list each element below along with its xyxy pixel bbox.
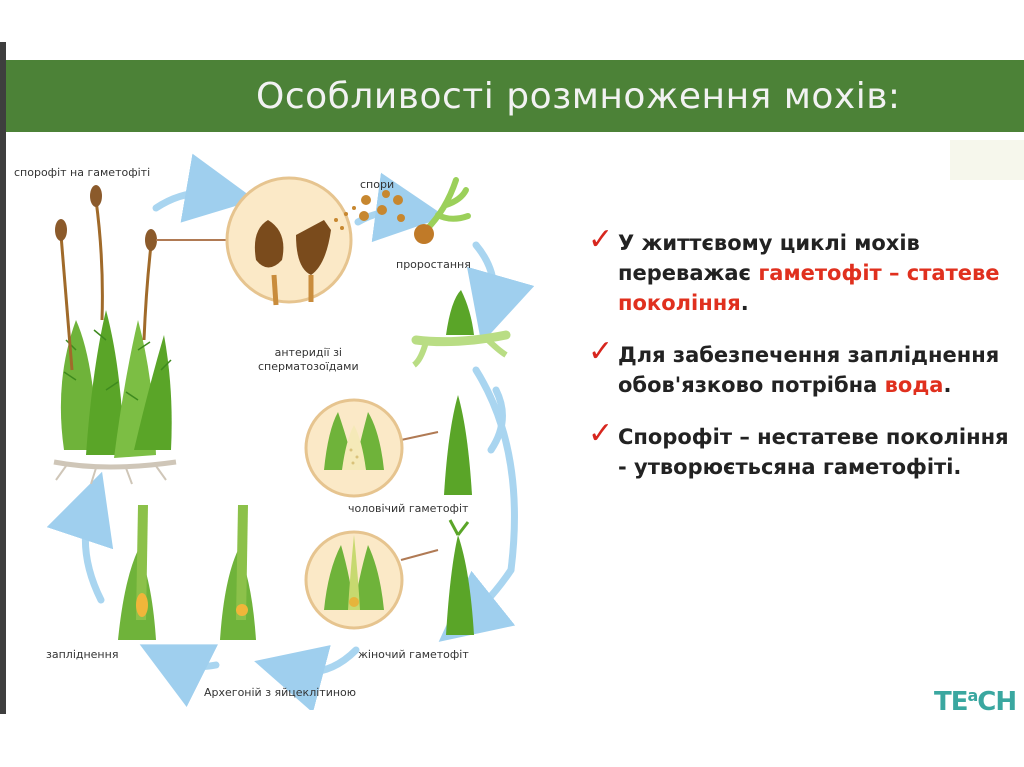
key-point-1-line2-red: гаметофіт – статеве: [758, 261, 999, 285]
moss-life-cycle-diagram: спорофіт на гаметофіті спори проростання…: [6, 150, 546, 710]
label-archegonium: Архегоній з яйцеклітиною: [204, 686, 356, 699]
label-spores: спори: [360, 178, 394, 191]
key-point-1-line3-red: покоління: [618, 291, 741, 315]
key-point-1-line3: покоління.: [618, 288, 1024, 318]
teach-logo: TEaCH: [934, 686, 1016, 717]
checkmark-icon: ✓: [588, 416, 613, 451]
key-point-2-line2: обов'язково потрібна вода.: [618, 370, 1024, 400]
key-point-1-line1: У життєвому циклі мохів: [618, 228, 1024, 258]
key-point-2-line2-end: .: [943, 373, 951, 397]
label-female-gametophyte: жіночий гаметофіт: [358, 648, 469, 661]
key-points-list: ✓ У життєвому циклі мохів переважає гаме…: [588, 228, 1024, 504]
germinating-spore: [414, 180, 468, 244]
key-point-1-line2-plain: переважає: [618, 261, 758, 285]
key-point-1: ✓ У життєвому циклі мохів переважає гаме…: [588, 228, 1024, 318]
slide-title: Особливості розмноження мохів:: [256, 76, 901, 117]
life-cycle-illustration: [6, 150, 546, 710]
label-sporophyte-on-gametophyte: спорофіт на гаметофіті: [14, 166, 150, 179]
fertilization-archegonium: [118, 505, 156, 640]
logo-suffix: CH: [977, 687, 1016, 717]
key-point-2-line1: Для забезпечення запліднення: [618, 340, 1024, 370]
label-antheridia-line1: антеридії зі: [258, 346, 359, 360]
archegonium-egg-cell: [220, 505, 256, 640]
key-point-2: ✓ Для забезпечення запліднення обов'язко…: [588, 340, 1024, 400]
checkmark-icon: ✓: [588, 222, 613, 257]
moss-clump: [54, 185, 176, 484]
key-point-2-line2-plain: обов'язково потрібна: [618, 373, 885, 397]
label-antheridia-line2: сперматозоїдами: [258, 360, 359, 374]
label-germination: проростання: [396, 258, 471, 271]
logo-prefix: TE: [934, 687, 968, 717]
key-point-1-line2: переважає гаметофіт – статеве: [618, 258, 1024, 288]
key-point-2-line2-red: вода: [885, 373, 944, 397]
key-point-3-line1: Спорофіт – нестатеве покоління: [618, 422, 1024, 452]
checkmark-icon: ✓: [588, 334, 613, 369]
logo-small: a: [968, 686, 978, 705]
label-antheridia: антеридії зі сперматозоїдами: [258, 346, 359, 374]
corner-shade: [950, 140, 1024, 180]
title-bar: Особливості розмноження мохів:: [6, 60, 1024, 132]
key-point-1-line3-plain: .: [741, 291, 749, 315]
archegonium-circle: [306, 532, 438, 628]
female-gametophyte-plant: [446, 535, 474, 635]
key-point-3-line2: - утворюєтьсяна гаметофіті.: [618, 452, 1024, 482]
male-gametophyte-plant: [444, 395, 472, 495]
key-point-3: ✓ Спорофіт – нестатеве покоління - утвор…: [588, 422, 1024, 482]
label-fertilization: запліднення: [46, 648, 118, 661]
capsule-circle: [227, 178, 351, 305]
antheridia-circle: [306, 400, 438, 496]
label-male-gametophyte: чоловічий гаметофіт: [348, 502, 468, 515]
